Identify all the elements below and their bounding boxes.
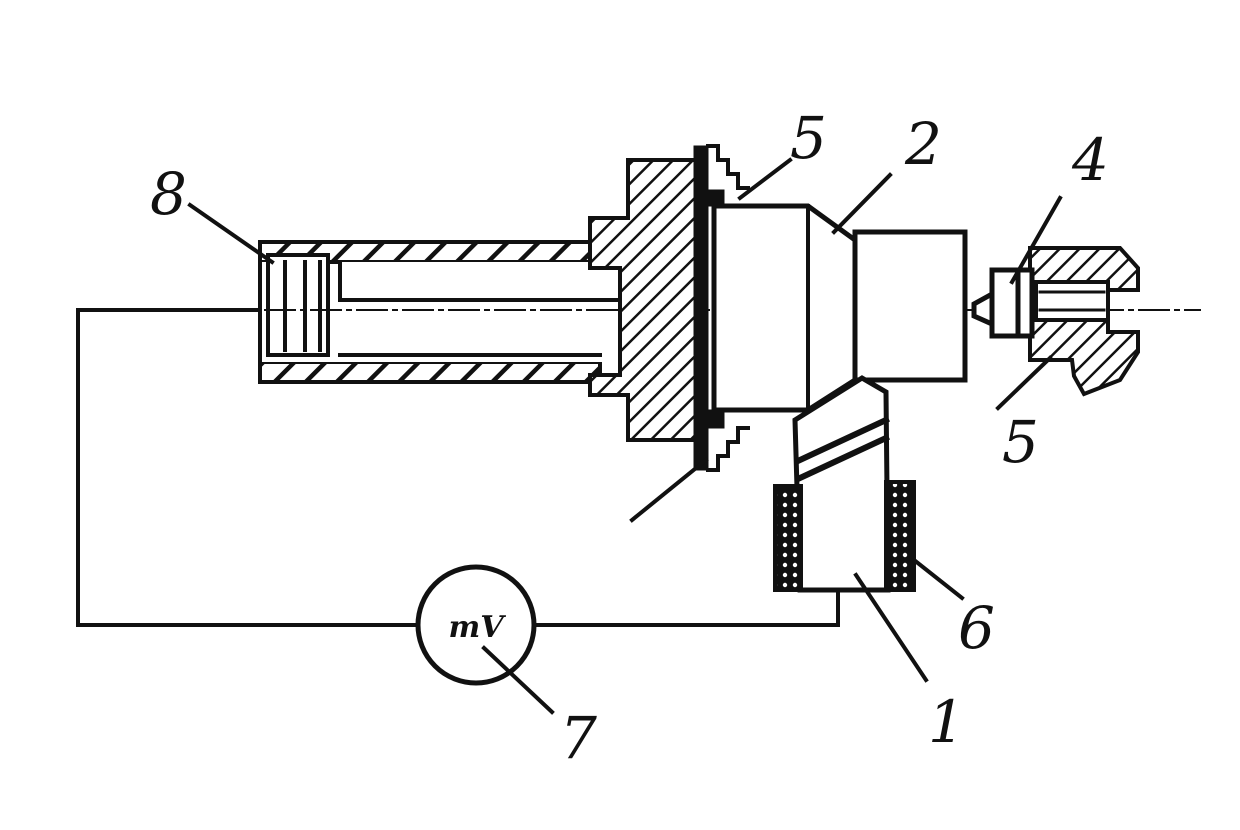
label-7: 7 <box>560 704 597 772</box>
part-2-workpiece <box>711 203 968 413</box>
label-8: 8 <box>150 160 187 228</box>
label-5-right: 5 <box>1002 408 1039 476</box>
label-6: 6 <box>958 594 995 662</box>
part-6-insulator <box>773 480 916 592</box>
millivoltmeter: mV <box>415 564 537 686</box>
label-5-top: 5 <box>790 104 827 172</box>
clamp-flange <box>588 144 750 472</box>
part-4-centre <box>971 246 1140 397</box>
leader-lines <box>187 157 1063 715</box>
millivoltmeter-symbol: mV <box>448 610 506 645</box>
label-1: 1 <box>928 688 965 756</box>
part-1-cutting-tool <box>792 375 891 593</box>
label-4: 4 <box>1071 126 1109 194</box>
circuit-wire <box>76 308 840 627</box>
label-2: 2 <box>904 110 942 178</box>
